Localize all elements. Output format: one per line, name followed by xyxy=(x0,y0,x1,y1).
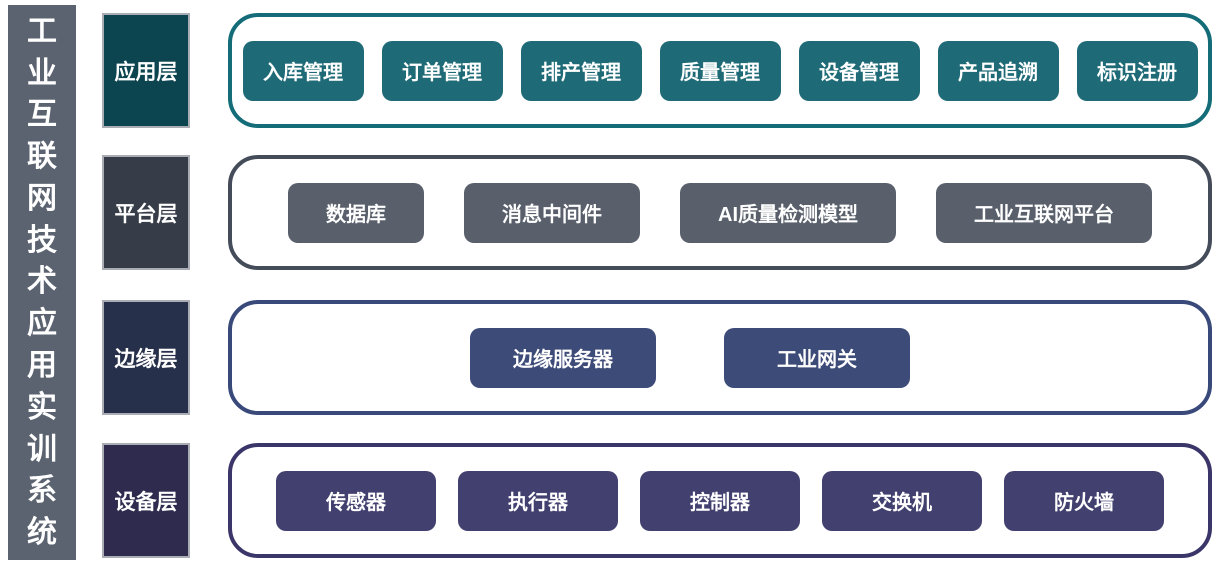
layer-row-application: 应用层 入库管理订单管理排产管理质量管理设备管理产品追溯标识注册 xyxy=(0,13,1226,128)
layer-row-edge: 边缘层 边缘服务器 工业网关 xyxy=(0,300,1226,415)
layer-container-application: 入库管理订单管理排产管理质量管理设备管理产品追溯标识注册 xyxy=(228,13,1212,128)
system-title-char: 术 xyxy=(27,265,57,299)
system-title-char: 技 xyxy=(27,223,57,257)
layer-row-device: 设备层 传感器执行器控制器交换机防火墙 xyxy=(0,443,1226,558)
system-title-char: 网 xyxy=(27,181,57,215)
module-chip: 工业互联网平台 xyxy=(936,182,1152,243)
module-chip: 控制器 xyxy=(640,470,800,531)
system-title-char: 训 xyxy=(27,432,57,466)
module-chip: 数据库 xyxy=(288,182,424,243)
module-chip: 边缘服务器 xyxy=(470,327,656,388)
module-chip: 工业网关 xyxy=(724,327,910,388)
module-chip: 防火墙 xyxy=(1004,470,1164,531)
layer-row-platform: 平台层 数据库消息中间件 AI质量检测模型工业互联网平台 xyxy=(0,155,1226,270)
layer-label-application: 应用层 xyxy=(102,13,190,128)
layer-label-edge: 边缘层 xyxy=(102,300,190,415)
system-title-char: 互 xyxy=(27,98,57,132)
module-chip: 标识注册 xyxy=(1076,40,1198,101)
chip-group-edge: 边缘服务器 工业网关 xyxy=(470,327,910,388)
module-chip: 交换机 xyxy=(822,470,982,531)
system-title-char: 实 xyxy=(27,390,57,424)
chip-group-application: 入库管理订单管理排产管理质量管理设备管理产品追溯标识注册 xyxy=(242,40,1198,101)
chip-group-device: 传感器执行器控制器交换机防火墙 xyxy=(276,470,1164,531)
module-chip: 入库管理 xyxy=(242,40,364,101)
module-chip: AI质量检测模型 xyxy=(680,182,896,243)
module-chip: 消息中间件 xyxy=(464,182,640,243)
module-chip: 排产管理 xyxy=(520,40,642,101)
layer-label-device: 设备层 xyxy=(102,443,190,558)
module-chip: 质量管理 xyxy=(659,40,781,101)
system-title-char: 系 xyxy=(27,474,57,508)
system-title-char: 工 xyxy=(27,14,57,48)
chip-group-platform: 数据库消息中间件 AI质量检测模型工业互联网平台 xyxy=(288,182,1152,243)
module-chip: 执行器 xyxy=(458,470,618,531)
module-chip: 订单管理 xyxy=(381,40,503,101)
system-title-char: 应 xyxy=(27,307,57,341)
system-title-char: 业 xyxy=(27,56,57,90)
system-title-char: 联 xyxy=(27,140,57,174)
module-chip: 传感器 xyxy=(276,470,436,531)
layer-container-device: 传感器执行器控制器交换机防火墙 xyxy=(228,443,1212,558)
layer-container-platform: 数据库消息中间件 AI质量检测模型工业互联网平台 xyxy=(228,155,1212,270)
system-title-banner: 工业互联网技术应用实训系统 xyxy=(8,5,76,560)
module-chip: 设备管理 xyxy=(798,40,920,101)
layer-label-platform: 平台层 xyxy=(102,155,190,270)
system-title-char: 统 xyxy=(27,516,57,550)
module-chip: 产品追溯 xyxy=(937,40,1059,101)
system-title-char: 用 xyxy=(27,349,57,383)
layer-container-edge: 边缘服务器 工业网关 xyxy=(228,300,1212,415)
